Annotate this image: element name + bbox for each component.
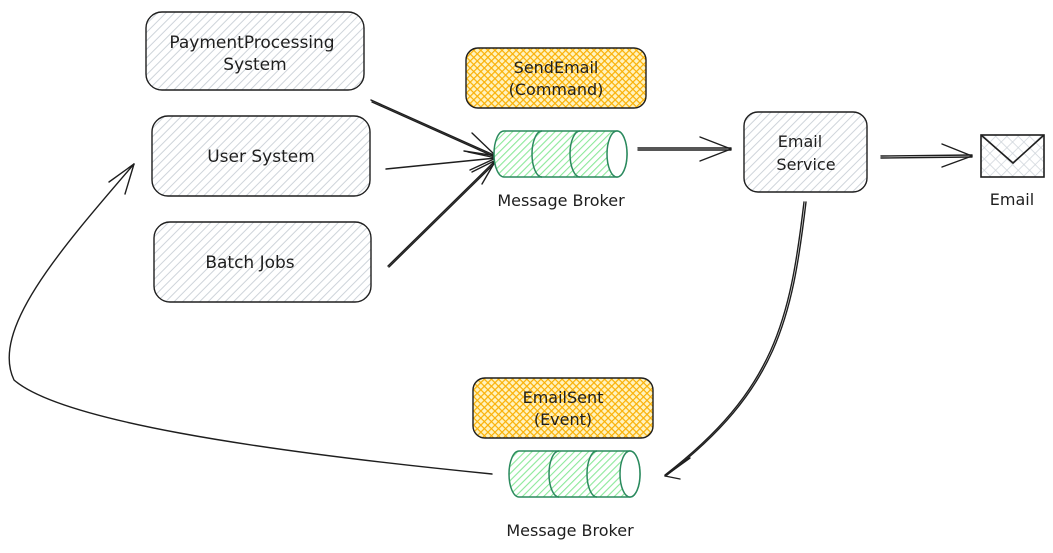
node-label: Email <box>778 132 822 151</box>
node-label: (Event) <box>534 410 592 429</box>
arrow-broker-to-email-service <box>637 136 732 162</box>
arrow-bottom-broker-to-user-system <box>8 163 493 475</box>
node-label: Service <box>776 155 835 174</box>
node-box <box>151 115 371 197</box>
node-box <box>145 11 365 91</box>
node-email-service[interactable]: Email Service <box>743 111 868 193</box>
node-label: Message Broker <box>497 191 625 210</box>
node-label: System <box>223 55 286 75</box>
node-box <box>465 47 647 109</box>
node-label: Message Broker <box>506 521 634 540</box>
node-message-broker-top[interactable]: Message Broker <box>493 130 628 210</box>
node-batch-jobs[interactable]: Batch Jobs <box>153 221 372 303</box>
node-payment-processing-system[interactable]: PaymentProcessing System <box>145 11 365 91</box>
node-box <box>153 221 372 303</box>
queue-cylinder-icon <box>508 450 641 498</box>
arrow-email-service-to-bottom-broker <box>664 201 807 480</box>
arrow-email-service-to-email <box>880 143 973 168</box>
node-user-system[interactable]: User System <box>151 115 371 197</box>
node-label: (Command) <box>509 80 604 99</box>
arrow-user-to-broker <box>385 151 497 171</box>
node-box <box>472 377 654 439</box>
node-label: PaymentProcessing <box>169 33 334 53</box>
envelope-icon <box>980 134 1045 178</box>
queue-cylinder-icon <box>493 130 628 178</box>
arrow-payment-to-broker <box>370 99 497 158</box>
node-label: User System <box>207 147 315 167</box>
node-email-sent-event[interactable]: EmailSent (Event) <box>472 377 654 439</box>
node-label: Email <box>990 190 1034 209</box>
node-label: Batch Jobs <box>205 253 294 273</box>
node-send-email-command[interactable]: SendEmail (Command) <box>465 47 647 109</box>
node-label: EmailSent <box>523 388 604 407</box>
edges <box>8 99 973 480</box>
arrow-batch-to-broker <box>387 159 498 268</box>
node-message-broker-bottom[interactable]: Message Broker <box>506 450 641 540</box>
node-box <box>743 111 868 193</box>
node-label: SendEmail <box>514 58 599 77</box>
node-email[interactable]: Email <box>980 134 1045 209</box>
